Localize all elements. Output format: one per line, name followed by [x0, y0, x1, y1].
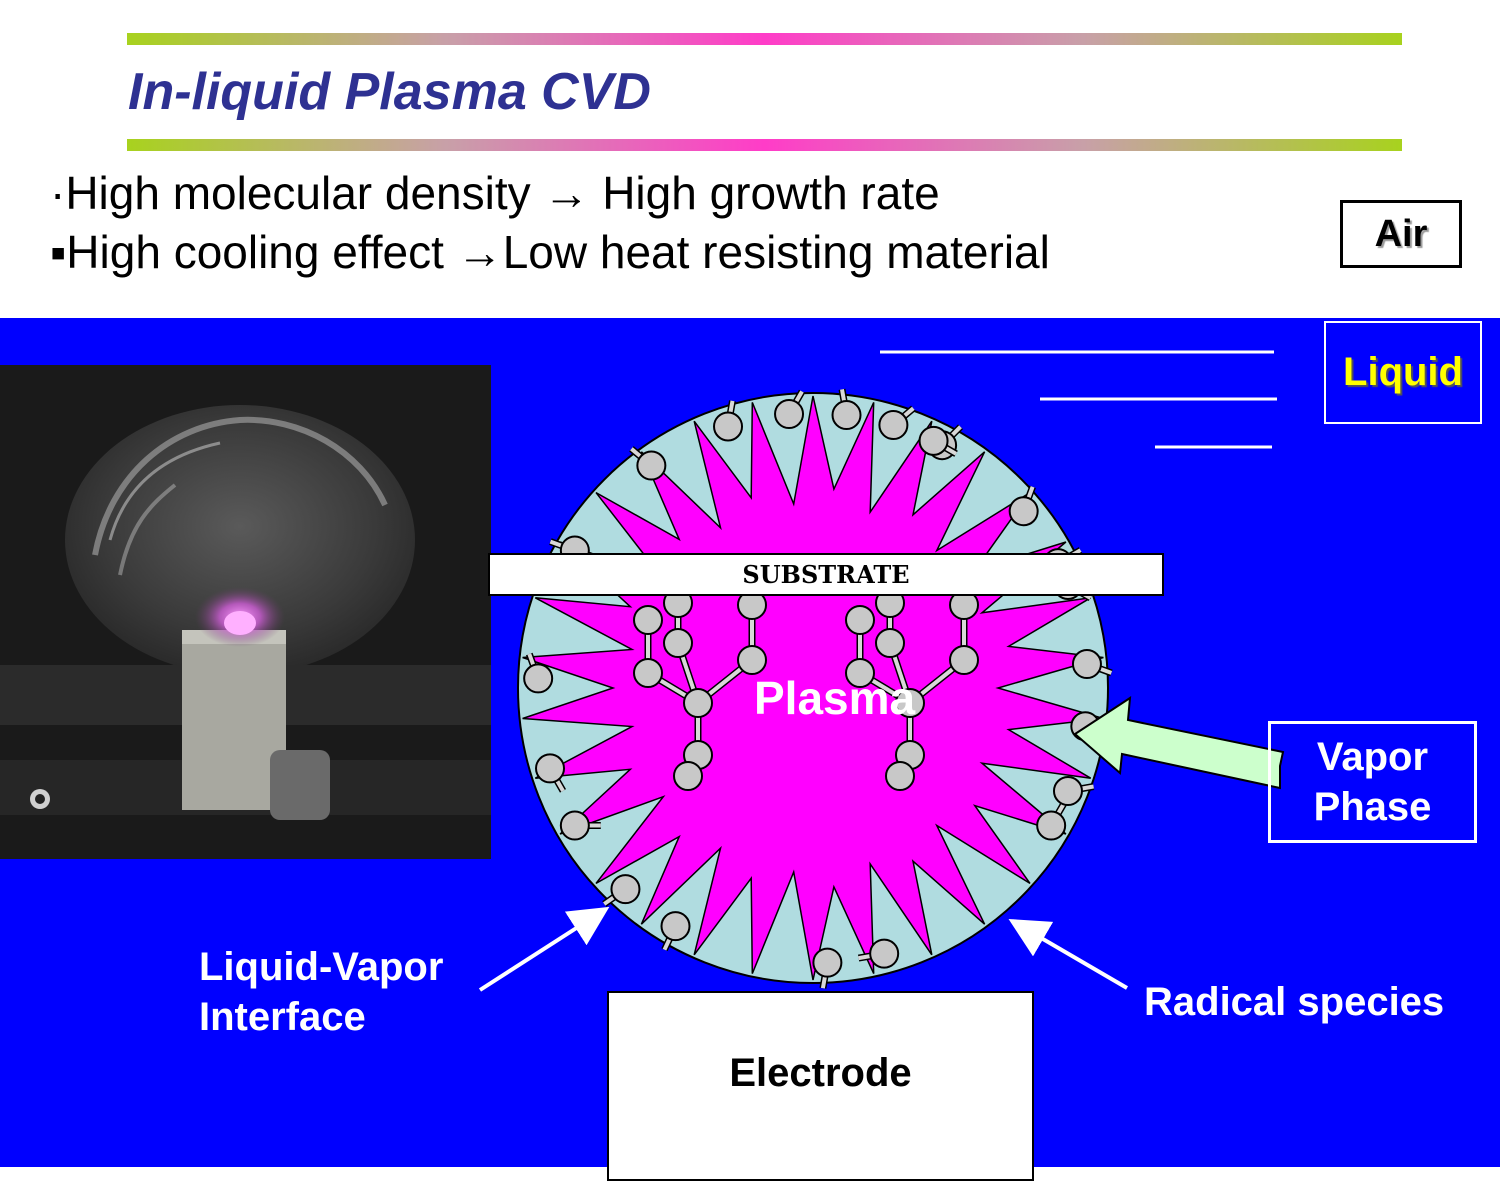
plasma-label-box: Plasma [754, 673, 926, 723]
chain-atom [875, 628, 905, 658]
chain-atom [683, 688, 713, 718]
radical-molecule [602, 874, 641, 907]
vapor-phase-label: Vapor Phase [1313, 735, 1432, 829]
slide-title: In-liquid Plasma CVD [128, 63, 651, 121]
chain-atom [949, 645, 979, 675]
bullet-growth-rate: ·High molecular density → High growth ra… [50, 167, 940, 219]
radical-molecule [1036, 801, 1068, 841]
chain-atom [633, 658, 663, 688]
title-rule-top [127, 33, 1402, 45]
radical-molecule [857, 938, 900, 969]
chain-atom [895, 688, 925, 718]
air-label-box: Air [1340, 200, 1462, 268]
radical-molecule [660, 911, 691, 952]
title-rule-bottom [127, 139, 1402, 151]
radical-molecule [831, 388, 862, 431]
liquid-label-box: Liquid [1324, 321, 1482, 424]
plasma-diagram [478, 350, 1285, 992]
plasma-photo [0, 365, 491, 859]
plasma-label: Plasma [754, 673, 916, 723]
liquid-label: Liquid [1343, 350, 1463, 394]
substrate: SUBSTRATE [488, 553, 1164, 596]
electrode: Electrode [607, 991, 1034, 1181]
deposited-chains [633, 588, 979, 791]
radical-molecule [629, 446, 667, 481]
chain-atom [845, 658, 875, 688]
radical-pointer-arrow [1008, 918, 1129, 990]
chain-atom [633, 605, 663, 635]
air-label: Air [1374, 212, 1428, 255]
electrode-label: Electrode [729, 1051, 912, 1095]
chain-atom [673, 761, 703, 791]
radical-molecule [559, 810, 601, 841]
radical-species-label: Radical species [1144, 980, 1445, 1024]
radical-molecule [878, 405, 916, 441]
chain-atom [885, 761, 915, 791]
liquid-vapor-interface-label: Liquid-Vapor Interface [199, 942, 443, 1042]
radical-molecule [1052, 776, 1095, 807]
chain-atom [845, 605, 875, 635]
radical-molecule [812, 947, 843, 989]
bullet-cooling-effect: ▪High cooling effect →Low heat resisting… [50, 226, 1050, 278]
interface-label-line1: Liquid-Vapor [199, 945, 444, 989]
chain-atom [663, 628, 693, 658]
radical-molecule [774, 389, 806, 430]
radical-molecule [523, 652, 554, 694]
radical-molecule [535, 753, 567, 793]
chain-atom [737, 645, 767, 675]
substrate-label: SUBSTRATE [742, 560, 910, 589]
radical-molecule [918, 425, 958, 457]
radical-molecule [1071, 649, 1113, 680]
radical-molecule [1008, 485, 1039, 527]
liquid-region: Liquid Vapor Phase SUBSTRATE Plasma Elec… [0, 318, 1500, 1181]
vapor-phase-arrow [1073, 696, 1285, 790]
vapor-phase-box: Vapor Phase [1268, 721, 1477, 843]
interface-pointer-arrow [478, 906, 610, 992]
radical-molecule [713, 400, 744, 442]
interface-label-line2: Interface [199, 995, 366, 1039]
